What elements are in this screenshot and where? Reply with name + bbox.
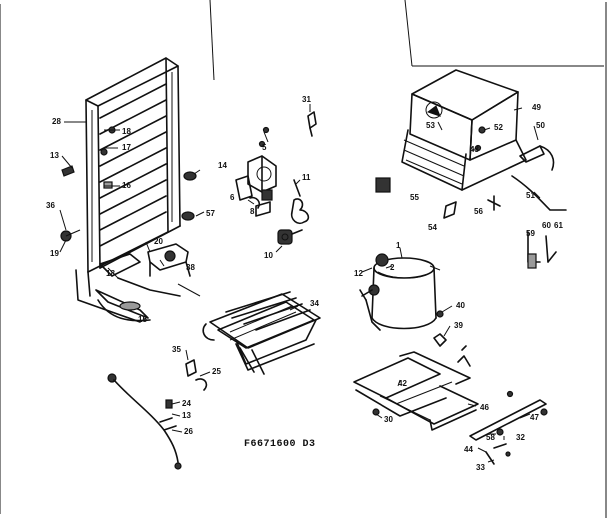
label-49: 49 xyxy=(532,103,541,112)
label-40: 40 xyxy=(456,301,465,310)
grille-coil xyxy=(202,291,321,375)
coil-fittings xyxy=(60,165,197,242)
base-pan xyxy=(353,345,548,465)
wire-harness xyxy=(107,359,208,470)
label-39: 39 xyxy=(454,321,463,330)
label-52: 52 xyxy=(494,123,503,132)
label-57: 57 xyxy=(206,209,215,218)
label-12: 12 xyxy=(354,269,363,278)
label-13: 13 xyxy=(50,151,59,160)
label-30: 30 xyxy=(384,415,393,424)
label-16: 16 xyxy=(122,181,131,190)
label-54: 54 xyxy=(428,223,437,232)
label-56: 56 xyxy=(474,207,483,216)
label-61: 61 xyxy=(554,221,563,230)
label-33: 33 xyxy=(476,463,485,472)
compressor xyxy=(359,253,447,347)
label-17: 17 xyxy=(122,143,131,152)
label-28: 28 xyxy=(52,117,61,126)
label-36: 36 xyxy=(46,201,55,210)
label-60: 60 xyxy=(542,221,551,230)
label-2: 2 xyxy=(390,263,395,272)
label-35: 35 xyxy=(172,345,181,354)
leader-lines xyxy=(59,104,541,463)
compartment-box xyxy=(401,69,567,211)
label-14: 14 xyxy=(218,161,227,170)
fan-motor-assembly xyxy=(235,111,317,245)
label-51: 51 xyxy=(526,191,535,200)
label-59: 59 xyxy=(526,229,535,238)
label-50: 50 xyxy=(536,121,545,130)
label-42: 42 xyxy=(398,379,407,388)
label-1: 1 xyxy=(396,241,401,250)
label-46: 46 xyxy=(480,403,489,412)
label-13b: 13 xyxy=(182,411,191,420)
label-18b: 18 xyxy=(106,269,115,278)
label-53: 53 xyxy=(426,121,435,130)
label-43: 43 xyxy=(470,145,479,154)
label-47: 47 xyxy=(530,413,539,422)
label-38: 38 xyxy=(186,263,195,272)
label-26: 26 xyxy=(184,427,193,436)
label-25: 25 xyxy=(212,367,221,376)
label-10: 10 xyxy=(264,251,273,260)
label-8: 8 xyxy=(250,207,255,216)
label-55: 55 xyxy=(410,193,419,202)
label-20: 20 xyxy=(154,237,163,246)
label-44: 44 xyxy=(464,445,473,454)
part-labels: 28 13 18 17 36 19 16 20 38 18 15 14 5 6 … xyxy=(46,95,563,472)
label-31: 31 xyxy=(302,95,311,104)
label-5: 5 xyxy=(262,143,267,152)
label-18: 18 xyxy=(122,127,131,136)
label-19: 19 xyxy=(50,249,59,258)
label-34: 34 xyxy=(310,299,319,308)
coil-base xyxy=(75,243,201,323)
right-fittings xyxy=(375,177,557,269)
label-24: 24 xyxy=(182,399,191,408)
label-11: 11 xyxy=(302,173,311,182)
label-58: 58 xyxy=(486,433,495,442)
label-15: 15 xyxy=(138,315,147,324)
label-6: 6 xyxy=(230,193,235,202)
label-32: 32 xyxy=(516,433,525,442)
diagram-code: F6671600 D3 xyxy=(244,439,316,450)
condenser-coil xyxy=(85,57,181,273)
